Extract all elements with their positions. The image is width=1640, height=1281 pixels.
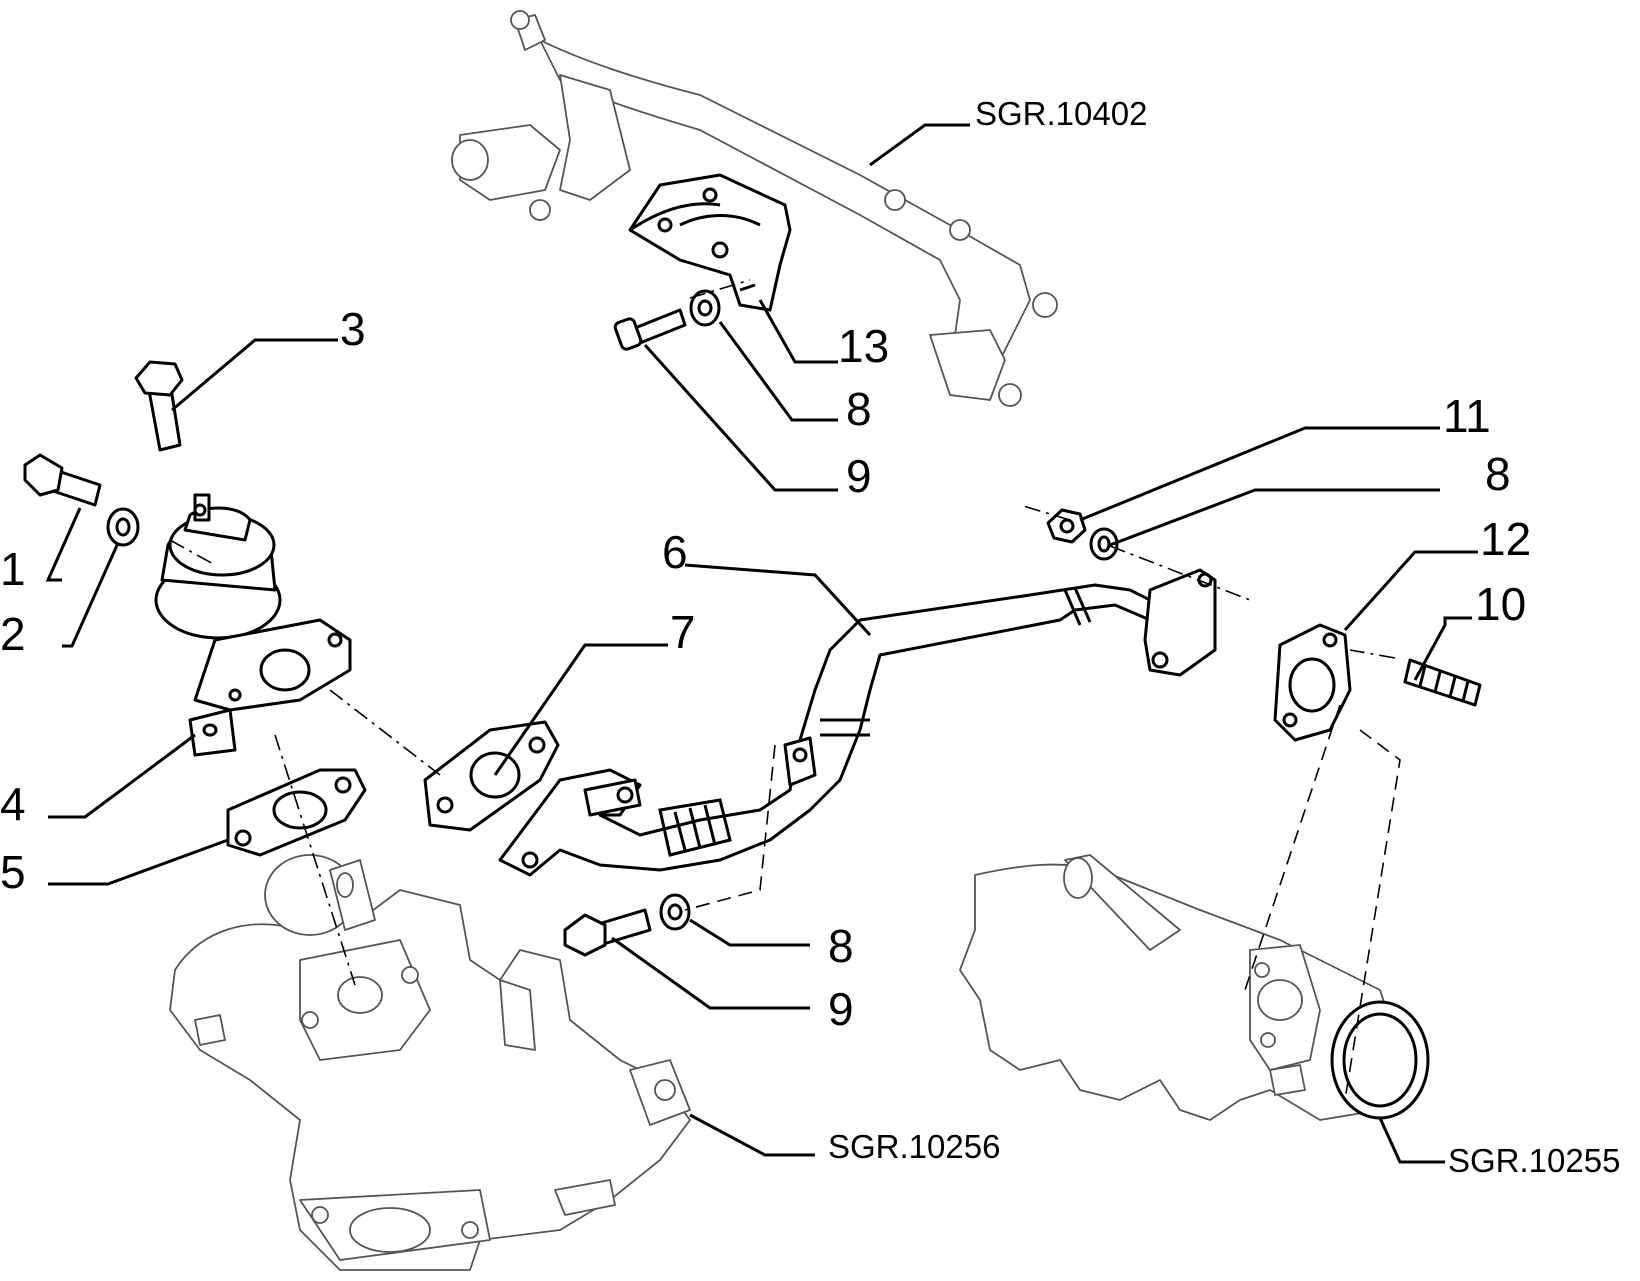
bolt-9-bottom — [563, 908, 652, 957]
leader-lines — [45, 123, 1478, 1164]
callout-11: 11 — [1443, 390, 1491, 442]
callout-13: 13 — [838, 320, 889, 372]
ref-sgr-10255: SGR.10255 — [1448, 1142, 1620, 1179]
callout-8-top: 8 — [846, 383, 872, 435]
callout-9-top: 9 — [846, 450, 872, 502]
washer-8-right — [1089, 527, 1119, 561]
egr-pipe — [498, 568, 1217, 877]
ref-sgr-10402: SGR.10402 — [975, 95, 1147, 132]
exhaust-manifold-context — [169, 854, 691, 1271]
bolt-3 — [134, 360, 184, 452]
reference-labels: SGR.10402 SGR.10256 SGR.10255 — [828, 95, 1620, 1179]
callout-8-bottom: 8 — [828, 920, 854, 972]
callout-7: 7 — [670, 606, 696, 658]
nut-11 — [1046, 508, 1087, 544]
callout-3: 3 — [340, 303, 366, 355]
gasket-12 — [1273, 623, 1352, 742]
washer-8-top — [689, 289, 721, 327]
callout-6: 6 — [662, 526, 688, 578]
callout-2: 2 — [0, 608, 26, 660]
washer-8-bottom — [659, 893, 691, 931]
assembly-lines — [169, 279, 1401, 1101]
callout-8-right: 8 — [1485, 448, 1511, 500]
heat-shield — [628, 173, 792, 312]
washer-2 — [106, 507, 140, 547]
callout-4: 4 — [0, 778, 26, 830]
stud-10 — [1403, 658, 1482, 707]
intake-manifold-context — [959, 854, 1430, 1121]
bolt-1 — [23, 453, 102, 507]
callout-12: 12 — [1480, 513, 1531, 565]
gasket-5 — [226, 768, 367, 857]
coolant-pipe-context — [451, 10, 1058, 407]
ref-sgr-10256: SGR.10256 — [828, 1128, 1000, 1165]
callout-labels: 1 2 3 4 5 6 7 13 8 9 11 8 12 10 8 9 — [0, 303, 1531, 1035]
callout-10: 10 — [1475, 578, 1526, 630]
egr-valve — [154, 493, 352, 757]
bolt-9-top — [613, 308, 687, 351]
callout-5: 5 — [0, 846, 26, 898]
callout-1: 1 — [0, 543, 26, 595]
callout-9-bottom: 9 — [828, 983, 854, 1035]
